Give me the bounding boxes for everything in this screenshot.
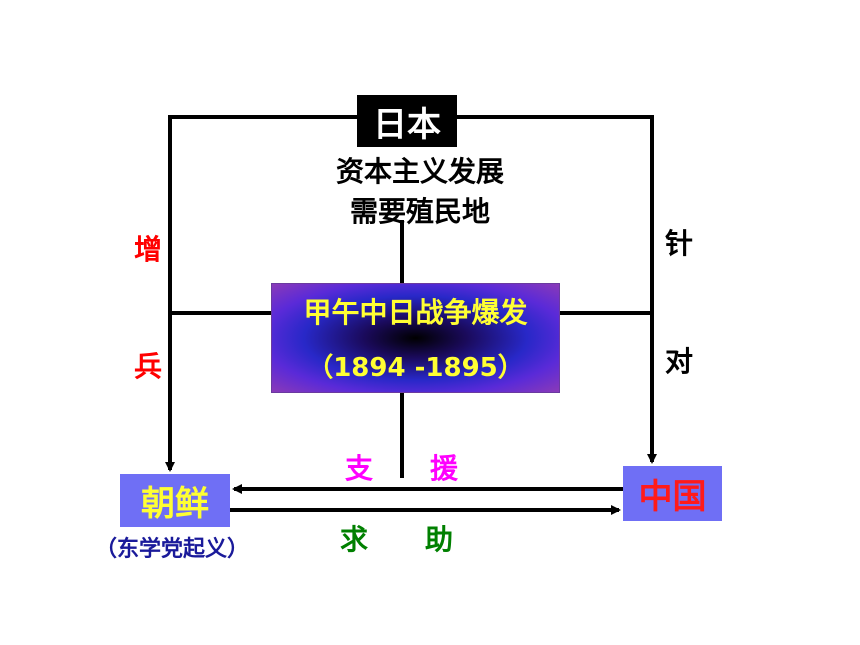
node-war: 甲午中日战争爆发 （1894 -1895） <box>271 283 560 393</box>
edge-label-increase-2: 兵 <box>134 350 163 383</box>
edge-label-target-2: 对 <box>665 345 694 378</box>
line-japan-to-china <box>457 115 657 464</box>
japan-desc-line2: 需要殖民地 <box>349 195 490 228</box>
edge-label-increase-1: 增 <box>134 233 163 266</box>
line-japan-to-korea <box>165 115 357 472</box>
korea-note: （东学党起义） <box>95 537 250 562</box>
japan-desc-line1: 资本主义发展 <box>335 155 504 188</box>
edge-label-help-1: 求 <box>340 523 369 556</box>
edge-label-help-2: 助 <box>425 523 454 556</box>
edge-label-target-1: 针 <box>665 227 694 260</box>
node-korea: 朝鲜 <box>120 474 230 527</box>
war-title: 甲午中日战争爆发 <box>303 295 528 329</box>
edge-label-support-2: 援 <box>430 452 459 485</box>
edge-label-support-1: 支 <box>345 452 374 485</box>
node-japan: 日本 <box>357 95 457 147</box>
war-years: （1894 -1895） <box>307 352 524 383</box>
node-china: 中国 <box>623 466 722 521</box>
